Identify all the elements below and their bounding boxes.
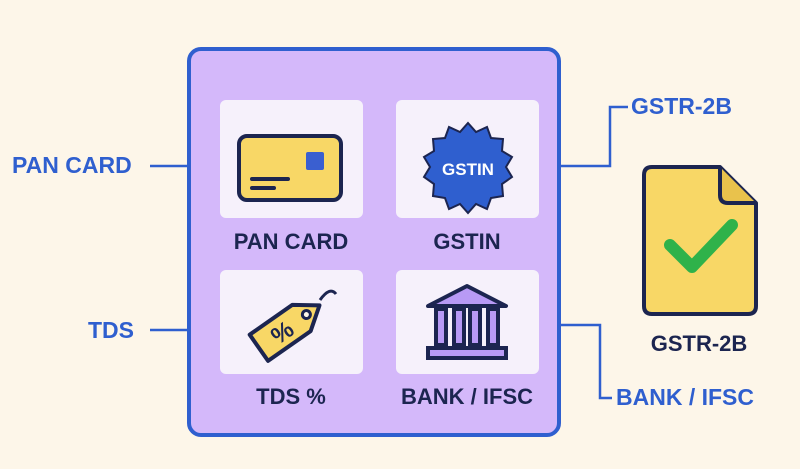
badge-text: GSTIN bbox=[442, 160, 494, 179]
callout-bank: BANK / IFSC bbox=[616, 384, 754, 410]
tile-label-bank: BANK / IFSC bbox=[401, 384, 533, 409]
price-tag-icon: % bbox=[247, 289, 338, 363]
card-icon bbox=[237, 134, 343, 202]
tile-label-gstin: GSTIN bbox=[433, 229, 501, 254]
document-caption: GSTR-2B bbox=[650, 331, 748, 356]
badge-icon: GSTIN bbox=[422, 121, 514, 215]
callout-tds: TDS bbox=[88, 317, 134, 343]
tile-label-tds: TDS % bbox=[256, 384, 326, 409]
bank-building-icon bbox=[426, 284, 508, 360]
tile-label-pan-card: PAN CARD bbox=[233, 229, 349, 254]
document-check-icon bbox=[642, 165, 758, 316]
callout-pan-card: PAN CARD bbox=[12, 152, 132, 178]
callout-gstr-2b: GSTR-2B bbox=[631, 93, 732, 119]
connector-gstr bbox=[512, 105, 628, 168]
